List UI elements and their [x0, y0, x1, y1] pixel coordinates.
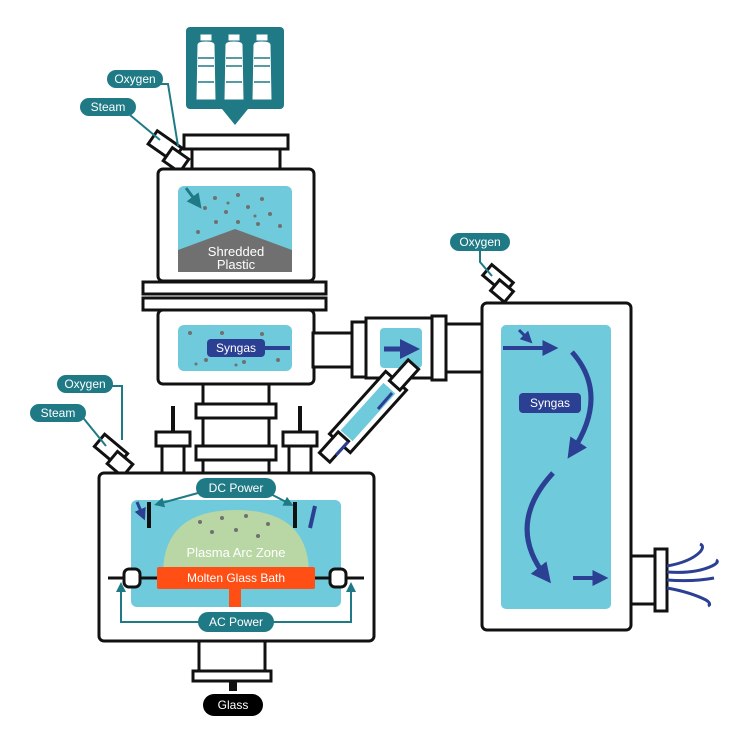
- plasma-arc-zone: [163, 510, 309, 574]
- syngas-upper-text: Syngas: [216, 341, 256, 355]
- oxygen-right-text: Oxygen: [459, 235, 500, 249]
- upper-flanges: [141, 280, 328, 312]
- shredded-text-line2: Plastic: [217, 257, 256, 272]
- molten-glass-text: Molten Glass Bath: [187, 571, 285, 585]
- oxygen-top-label: Oxygen: [107, 70, 163, 88]
- dc-power-label: DC Power: [154, 478, 294, 508]
- steam-bottom-text: Steam: [41, 406, 76, 420]
- syngas-upper-label: Syngas: [207, 339, 265, 357]
- oxygen-bottom-label: Oxygen: [57, 375, 113, 393]
- plasma-zone-text: Plasma Arc Zone: [187, 545, 286, 560]
- glass-outlet: [191, 639, 273, 683]
- feed-inlet: [182, 133, 290, 171]
- molten-glass-bath: [157, 567, 315, 589]
- exhaust-wisps: [666, 542, 719, 608]
- angled-pipe: [317, 357, 421, 465]
- top-inlet-leaders: [123, 83, 179, 147]
- shredded-text-line1: Shredded: [208, 244, 264, 259]
- steam-bottom-label: Steam: [30, 404, 86, 422]
- plastic-particles: [196, 193, 282, 234]
- ac-power-label: AC Power: [116, 582, 356, 632]
- dc-power-text: DC Power: [209, 481, 264, 495]
- plastic-bottles-icon: [186, 27, 284, 125]
- vessel-neck: [194, 382, 278, 476]
- steam-top-text: Steam: [91, 100, 126, 114]
- oxygen-top-text: Oxygen: [114, 72, 155, 86]
- syngas-right-label: Syngas: [519, 393, 581, 413]
- plasma-reactor: [97, 471, 376, 643]
- glass-output-badge: Glass: [203, 694, 263, 716]
- oxygen-right-label: Oxygen: [450, 233, 510, 277]
- syngas-right-text: Syngas: [530, 396, 570, 410]
- oxygen-bottom-text: Oxygen: [64, 377, 105, 391]
- ac-power-text: AC Power: [209, 615, 263, 629]
- lower-inlet-nozzle: [92, 432, 135, 479]
- glass-text: Glass: [218, 698, 249, 712]
- upper-vessel: [156, 167, 316, 283]
- secondary-reactor: [480, 262, 719, 632]
- steam-top-label: Steam: [80, 98, 136, 116]
